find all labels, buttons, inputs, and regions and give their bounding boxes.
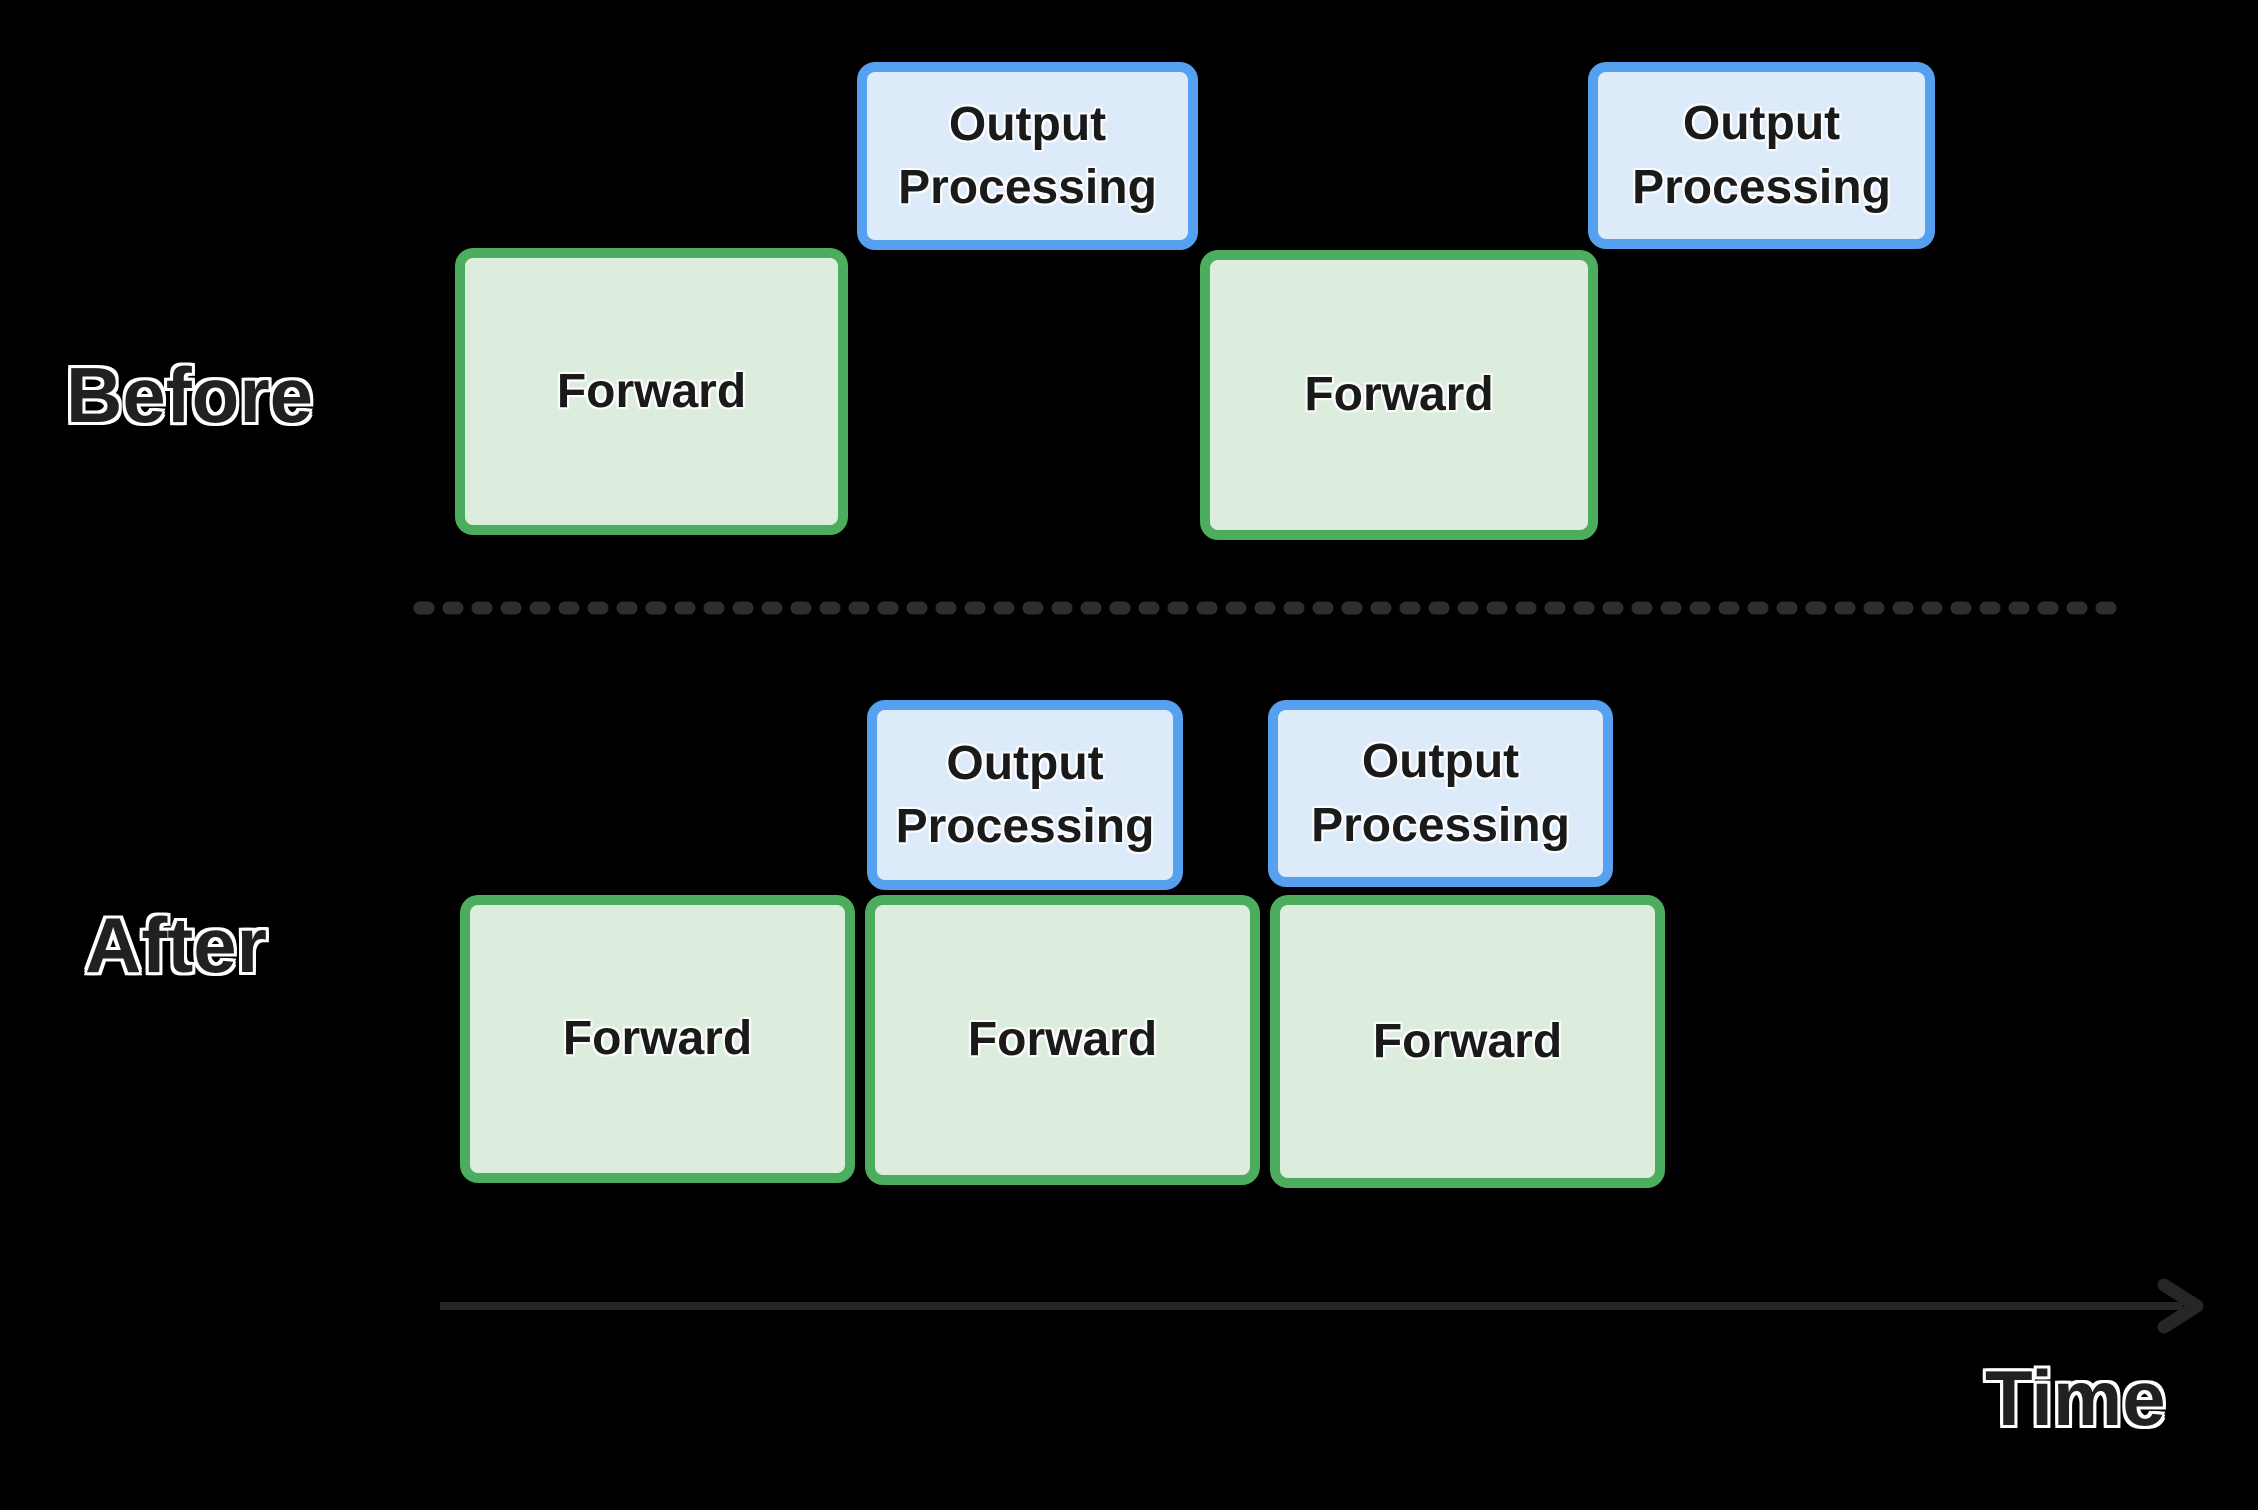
- after-row-label: After: [85, 901, 268, 989]
- after-forward-box-2-label: Forward: [967, 1013, 1158, 1067]
- after-forward-box-3-label: Forward: [1372, 1014, 1563, 1068]
- after-output-processing-box-2: Output Processing: [1268, 700, 1613, 887]
- after-output-processing-box-2-label: Output Processing: [1311, 735, 1570, 852]
- after-output-processing-box-1: Output Processing: [867, 700, 1183, 890]
- after-forward-box-1: Forward: [460, 895, 855, 1183]
- after-output-processing-box-1-label: Output Processing: [895, 736, 1155, 853]
- before-output-processing-box-1-label: Output Processing: [898, 97, 1157, 214]
- before-forward-box-2-label: Forward: [1304, 368, 1494, 422]
- after-forward-box-3: Forward: [1270, 895, 1665, 1188]
- before-output-processing-box-2: Output Processing: [1588, 62, 1935, 249]
- after-forward-box-1-label: Forward: [562, 1012, 753, 1066]
- before-forward-box-2: Forward: [1200, 250, 1598, 540]
- time-axis-label: Time: [1985, 1354, 2166, 1442]
- before-forward-box-1: Forward: [455, 248, 848, 535]
- before-row-label: Before: [66, 351, 314, 439]
- before-output-processing-box-2-label: Output Processing: [1632, 97, 1891, 214]
- before-output-processing-box-1: Output Processing: [857, 62, 1198, 250]
- before-forward-box-1-label: Forward: [556, 364, 747, 418]
- after-forward-box-2: Forward: [865, 895, 1260, 1185]
- time-axis-arrowhead-icon: [2157, 1278, 2204, 1334]
